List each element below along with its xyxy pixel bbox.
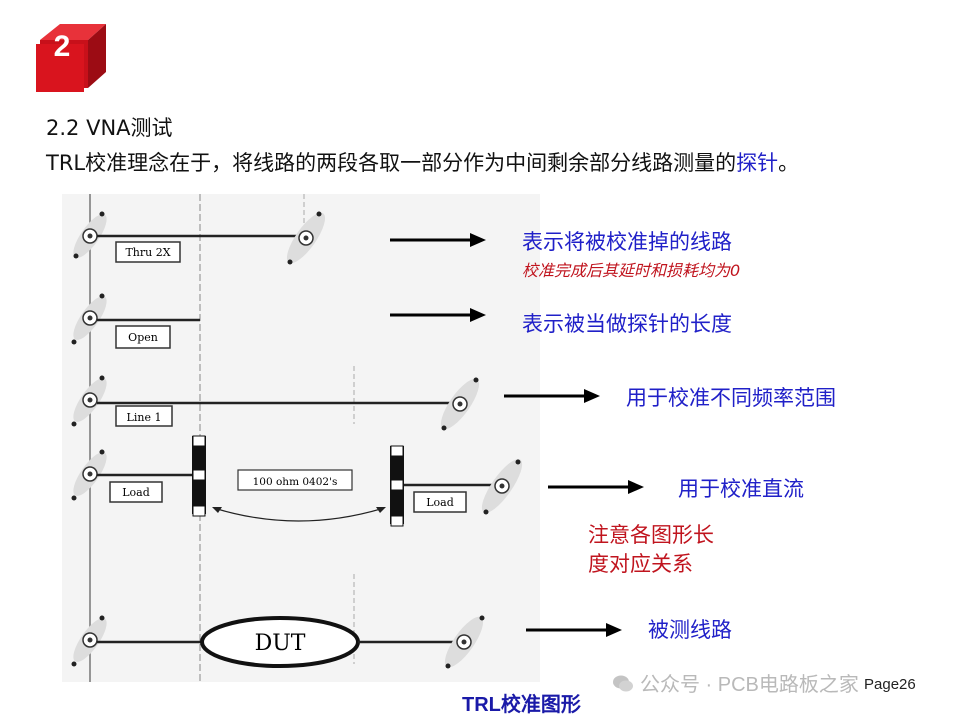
intro-text: TRL校准理念在于，将线路的两段各取一部分作为中间剩余部分线路测量的探针。 [46, 147, 799, 177]
resistor-label: 100 ohm 0402's [253, 476, 338, 488]
trl-diagram: Thru 2X Open Line 1 [71, 194, 523, 682]
arrow-right-icon [390, 233, 486, 247]
annotation-load: 用于校准直流 [678, 477, 804, 501]
annotation-note-line1: 注意各图形长 [588, 523, 714, 547]
load-left-label: Load [122, 486, 150, 499]
arrow-right-icon [504, 389, 600, 403]
annotation-dut: 被测线路 [648, 618, 732, 642]
page-number: Page26 [864, 676, 916, 693]
dut-label: DUT [255, 631, 306, 656]
arrow-right-icon [526, 623, 622, 637]
section-badge-icon [36, 24, 106, 92]
section-heading: 2.2 VNA测试 [46, 116, 173, 140]
intro-text-end: 。 [778, 151, 800, 175]
arrow-right-icon [548, 480, 644, 494]
open-structure: Open [71, 293, 200, 349]
watermark-text: 公众号 · PCB电路板之家 [640, 674, 859, 696]
line-label: Line 1 [127, 411, 162, 424]
intro-text-main: TRL校准理念在于，将线路的两段各取一部分作为中间剩余部分线路测量的 [46, 151, 737, 175]
load-structure: Load Load 100 ohm 0402's [71, 435, 523, 527]
annotation-note-line2: 度对应关系 [588, 552, 693, 576]
diagram-panel [62, 194, 540, 682]
arrow-right-icon [390, 308, 486, 322]
watermark: 公众号 · PCB电路板之家 [612, 668, 859, 697]
diagram-caption: TRL校准图形 [462, 694, 581, 716]
annotation-open: 表示被当做探针的长度 [522, 312, 732, 336]
dut-structure: DUT [71, 615, 485, 669]
load-right-label: Load [426, 496, 454, 509]
line-structure: Line 1 [71, 375, 480, 431]
annotation-line: 用于校准不同频率范围 [626, 386, 836, 410]
annotation-thru-note: 校准完成后其延时和损耗均为0 [522, 261, 741, 280]
thru-structure: Thru 2X [73, 211, 326, 265]
intro-highlight: 探针 [736, 151, 779, 175]
open-label: Open [128, 331, 158, 344]
thru-label: Thru 2X [125, 246, 170, 259]
annotation-note: 注意各图形长 度对应关系 [588, 521, 714, 579]
section-number: 2 [53, 30, 71, 63]
wechat-icon [613, 675, 633, 692]
annotation-thru: 表示将被校准掉的线路 [522, 230, 732, 254]
